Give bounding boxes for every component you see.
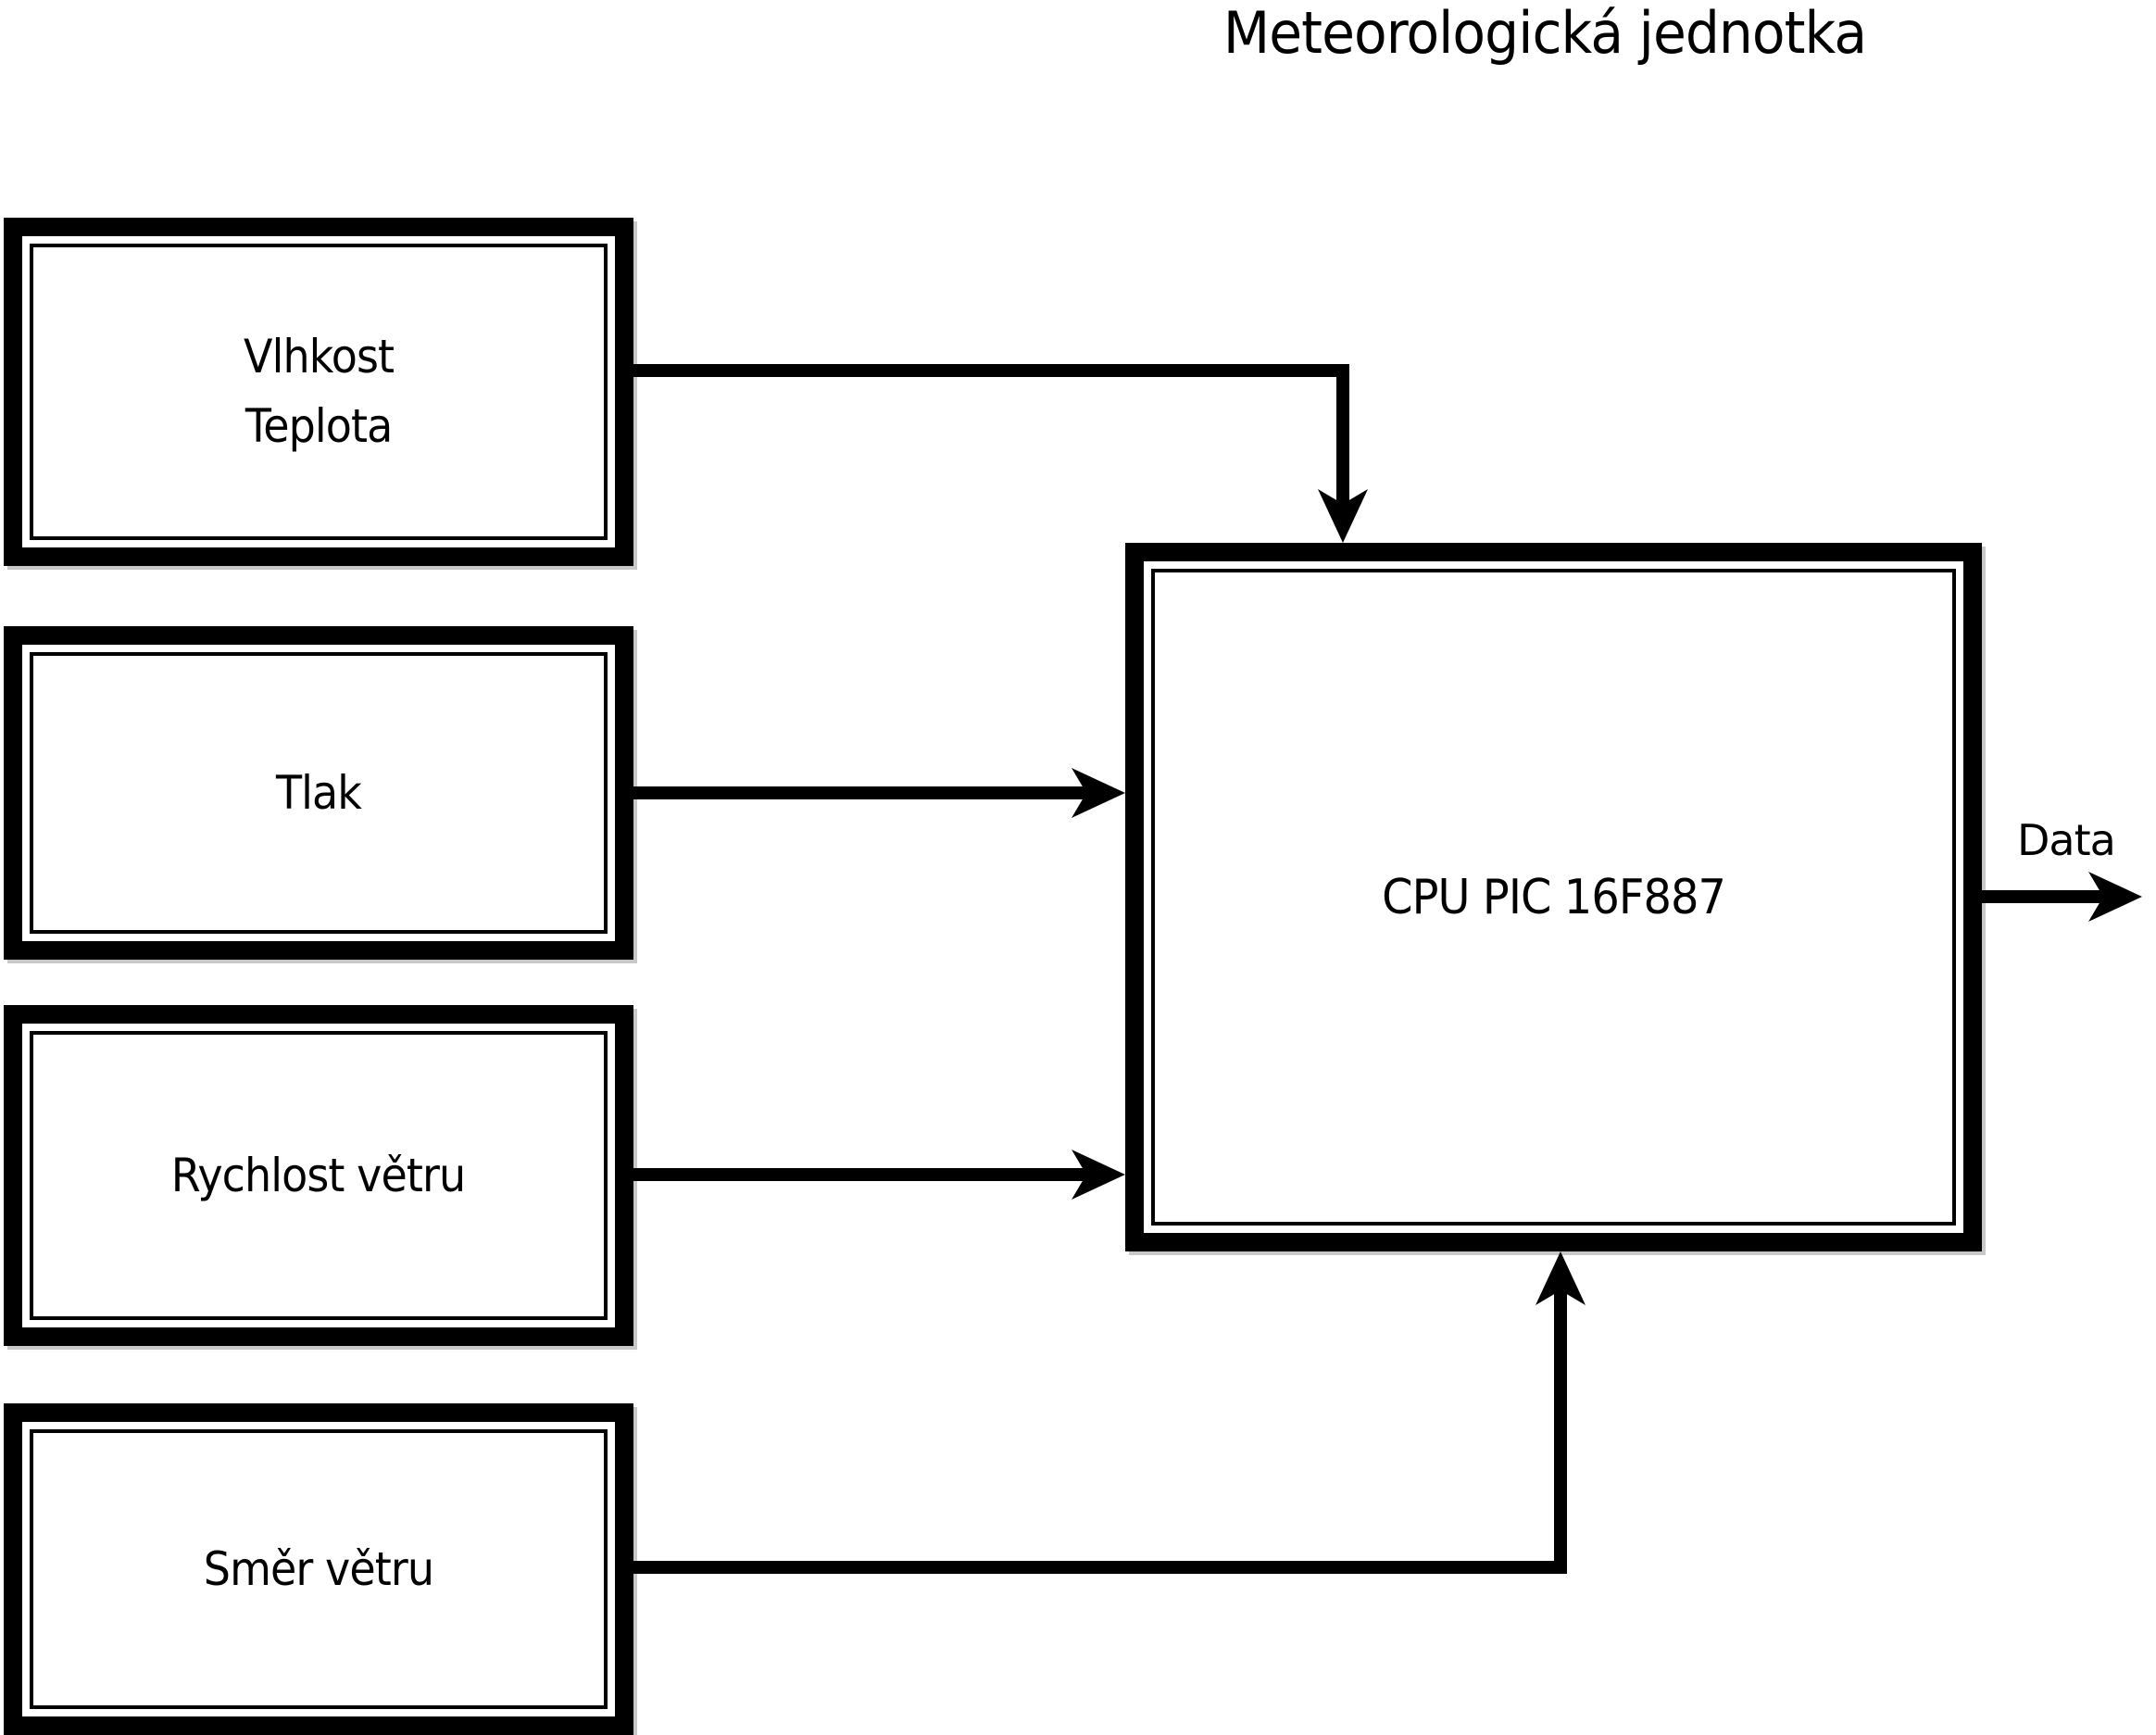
sensor-box-wind-speed: Rychlost větru <box>4 1005 633 1346</box>
sensor-box-label: Vlhkost Teplota <box>243 322 395 461</box>
data-output-label: Data <box>2017 815 2116 865</box>
box-inner-frame <box>1151 569 1956 1226</box>
connector-humidity-to-cpu <box>633 364 1349 508</box>
diagram-title: Meteorologická jednotka <box>1222 0 1867 67</box>
cpu-box: CPU PIC 16F887 <box>1125 543 1982 1251</box>
sensor-box-pressure: Tlak <box>4 626 633 960</box>
box-inner-frame <box>30 1429 608 1709</box>
connector-winddir-to-cpu <box>633 1287 1567 1574</box>
box-inner-frame <box>30 1031 608 1320</box>
sensor-box-label: Rychlost větru <box>171 1141 466 1211</box>
arrowhead-right-icon <box>2088 872 2142 922</box>
arrowhead-up-icon <box>1536 1251 1586 1305</box>
sensor-box-humidity-temperature: Vlhkost Teplota <box>4 218 633 566</box>
sensor-label-line: Směr větru <box>203 1541 434 1596</box>
box-inner-frame <box>30 244 608 540</box>
sensor-box-label: Tlak <box>275 759 362 828</box>
box-inner-frame <box>30 652 608 934</box>
arrowhead-down-icon <box>1318 489 1368 543</box>
cpu-box-label: CPU PIC 16F887 <box>1382 869 1726 925</box>
arrowhead-right-icon <box>1072 768 1125 818</box>
sensor-label-line: Teplota <box>244 399 393 453</box>
sensor-label-line: Rychlost větru <box>171 1148 466 1202</box>
arrowhead-right-icon <box>1072 1150 1125 1200</box>
sensor-label-line: Vlhkost <box>243 330 395 383</box>
sensor-box-label: Směr větru <box>203 1535 434 1604</box>
sensor-label-line: Tlak <box>275 765 362 820</box>
sensor-box-wind-direction: Směr větru <box>4 1403 633 1735</box>
